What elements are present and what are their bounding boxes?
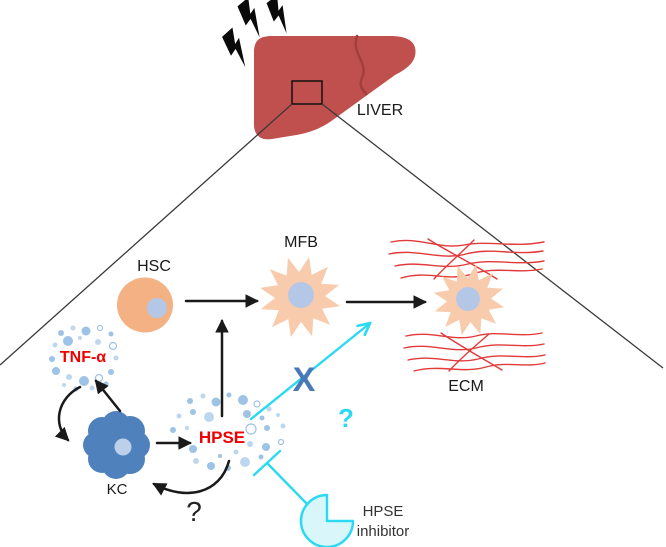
liver-shape [253, 36, 416, 140]
ecm-nucleus [456, 287, 480, 311]
kc-label: KC [107, 481, 128, 498]
tnf-label: TNF-α [60, 349, 106, 366]
hsc-nucleus [147, 298, 167, 318]
hsc-label: HSC [137, 258, 171, 275]
liver-label: LIVER [357, 102, 403, 119]
hsc-cell [117, 277, 173, 333]
lightning-icon [262, 0, 300, 36]
liver-crease [354, 34, 368, 96]
ecm-label: ECM [448, 378, 484, 395]
kc-nucleus [114, 438, 132, 456]
ecm-fibers-top [388, 238, 545, 280]
hpse-inhibitor-label-line2: inhibitor [357, 523, 410, 540]
arrow-kc-to-tnf [94, 379, 122, 413]
lightning-icon [217, 27, 258, 70]
arrow-hpse-to-ecm-blocked [249, 324, 369, 421]
ecm-fibers-bottom [403, 332, 546, 372]
mfb-label: MFB [284, 234, 318, 251]
question-mark-black: ? [186, 496, 202, 527]
question-mark-cyan: ? [338, 403, 354, 433]
mfb-nucleus [288, 282, 314, 308]
arrow-tnf-to-kc [54, 385, 82, 442]
hpse-bubbles [170, 392, 286, 471]
arrow-hpse-to-kc [152, 459, 231, 496]
zoom-line-left [0, 103, 293, 366]
hpse-inhibitor-label-line1: HPSE [363, 503, 404, 520]
pacman-icon [299, 493, 355, 547]
hpse-label: HPSE [199, 428, 245, 447]
lightning-icon [232, 0, 273, 40]
inhibition-line [266, 462, 311, 508]
inhibition-tbar [252, 449, 282, 477]
magnifier-box [291, 80, 323, 105]
blocked-x-mark: X [293, 361, 316, 399]
zoom-line-right [321, 103, 664, 369]
